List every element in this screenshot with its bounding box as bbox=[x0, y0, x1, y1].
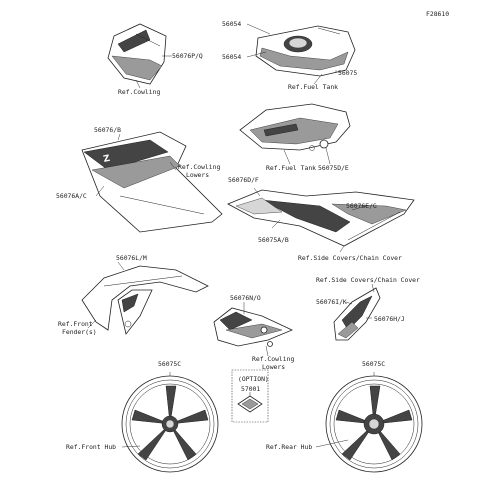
label-57001: 57001 bbox=[241, 385, 260, 393]
upper-cowling-decal bbox=[107, 23, 167, 85]
label-56076df: 56076D/F bbox=[228, 176, 259, 184]
side-cover-decal bbox=[227, 189, 415, 247]
label-56076lm: 56076L/M bbox=[116, 254, 147, 262]
label-56054-a: 56054 bbox=[222, 20, 241, 28]
label-56076b: 56076/B bbox=[94, 126, 121, 134]
ref-fuel-tank-2: Ref.Fuel Tank bbox=[266, 164, 316, 172]
ref-cowling-lowers-1a: Ref.Cowling bbox=[178, 163, 220, 171]
label-56075c-right: 56075C bbox=[362, 360, 385, 368]
ref-front-fender-b: Fender(s) bbox=[62, 328, 97, 336]
ref-side-covers-1: Ref.Side Covers/Chain Cover bbox=[298, 254, 402, 262]
figure-id: F28610 bbox=[426, 10, 449, 18]
label-56075ab: 56075A/B bbox=[258, 236, 289, 244]
ref-cowling-lowers-2b: Lowers bbox=[262, 363, 285, 371]
option-box bbox=[231, 369, 269, 423]
ref-cowling-lowers-1b: Lowers bbox=[186, 171, 209, 179]
label-56076pq: 56076P/Q bbox=[172, 52, 203, 60]
ref-cowling: Ref.Cowling bbox=[118, 88, 160, 96]
fuel-tank-pad-decal bbox=[255, 25, 356, 77]
ref-front-fender-a: Ref.Front bbox=[58, 320, 93, 328]
label-56075c-left: 56075C bbox=[158, 360, 181, 368]
ref-cowling-lowers-2a: Ref.Cowling bbox=[252, 355, 294, 363]
label-56054-b: 56054 bbox=[222, 53, 241, 61]
chain-cover-decal bbox=[333, 287, 381, 341]
svg-text:Z: Z bbox=[103, 154, 112, 165]
label-56076eg: 56076E/G bbox=[346, 202, 377, 210]
rear-wheel bbox=[325, 375, 423, 473]
label-56076ik: 56076I/K bbox=[316, 298, 347, 306]
ref-side-covers-2: Ref.Side Covers/Chain Cover bbox=[316, 276, 420, 284]
option-title: (OPTION) bbox=[238, 375, 269, 383]
front-fender-decal bbox=[81, 265, 209, 335]
label-56076hj: 56076H/J bbox=[374, 315, 405, 323]
ref-front-hub: Ref.Front Hub bbox=[66, 443, 116, 451]
label-56076no: 56076N/O bbox=[230, 294, 261, 302]
label-56076ac: 56076A/C bbox=[56, 192, 87, 200]
small-cowling-lower-decal bbox=[213, 307, 293, 347]
ref-fuel-tank-1: Ref.Fuel Tank bbox=[288, 83, 338, 91]
front-wheel bbox=[121, 375, 219, 473]
label-56075de: 56075D/E bbox=[318, 164, 349, 172]
label-56075: 56075 bbox=[338, 69, 357, 77]
ref-rear-hub: Ref.Rear Hub bbox=[266, 443, 312, 451]
fuel-tank-side-decal bbox=[239, 103, 351, 151]
cowling-lower-decal: Z bbox=[81, 131, 223, 233]
